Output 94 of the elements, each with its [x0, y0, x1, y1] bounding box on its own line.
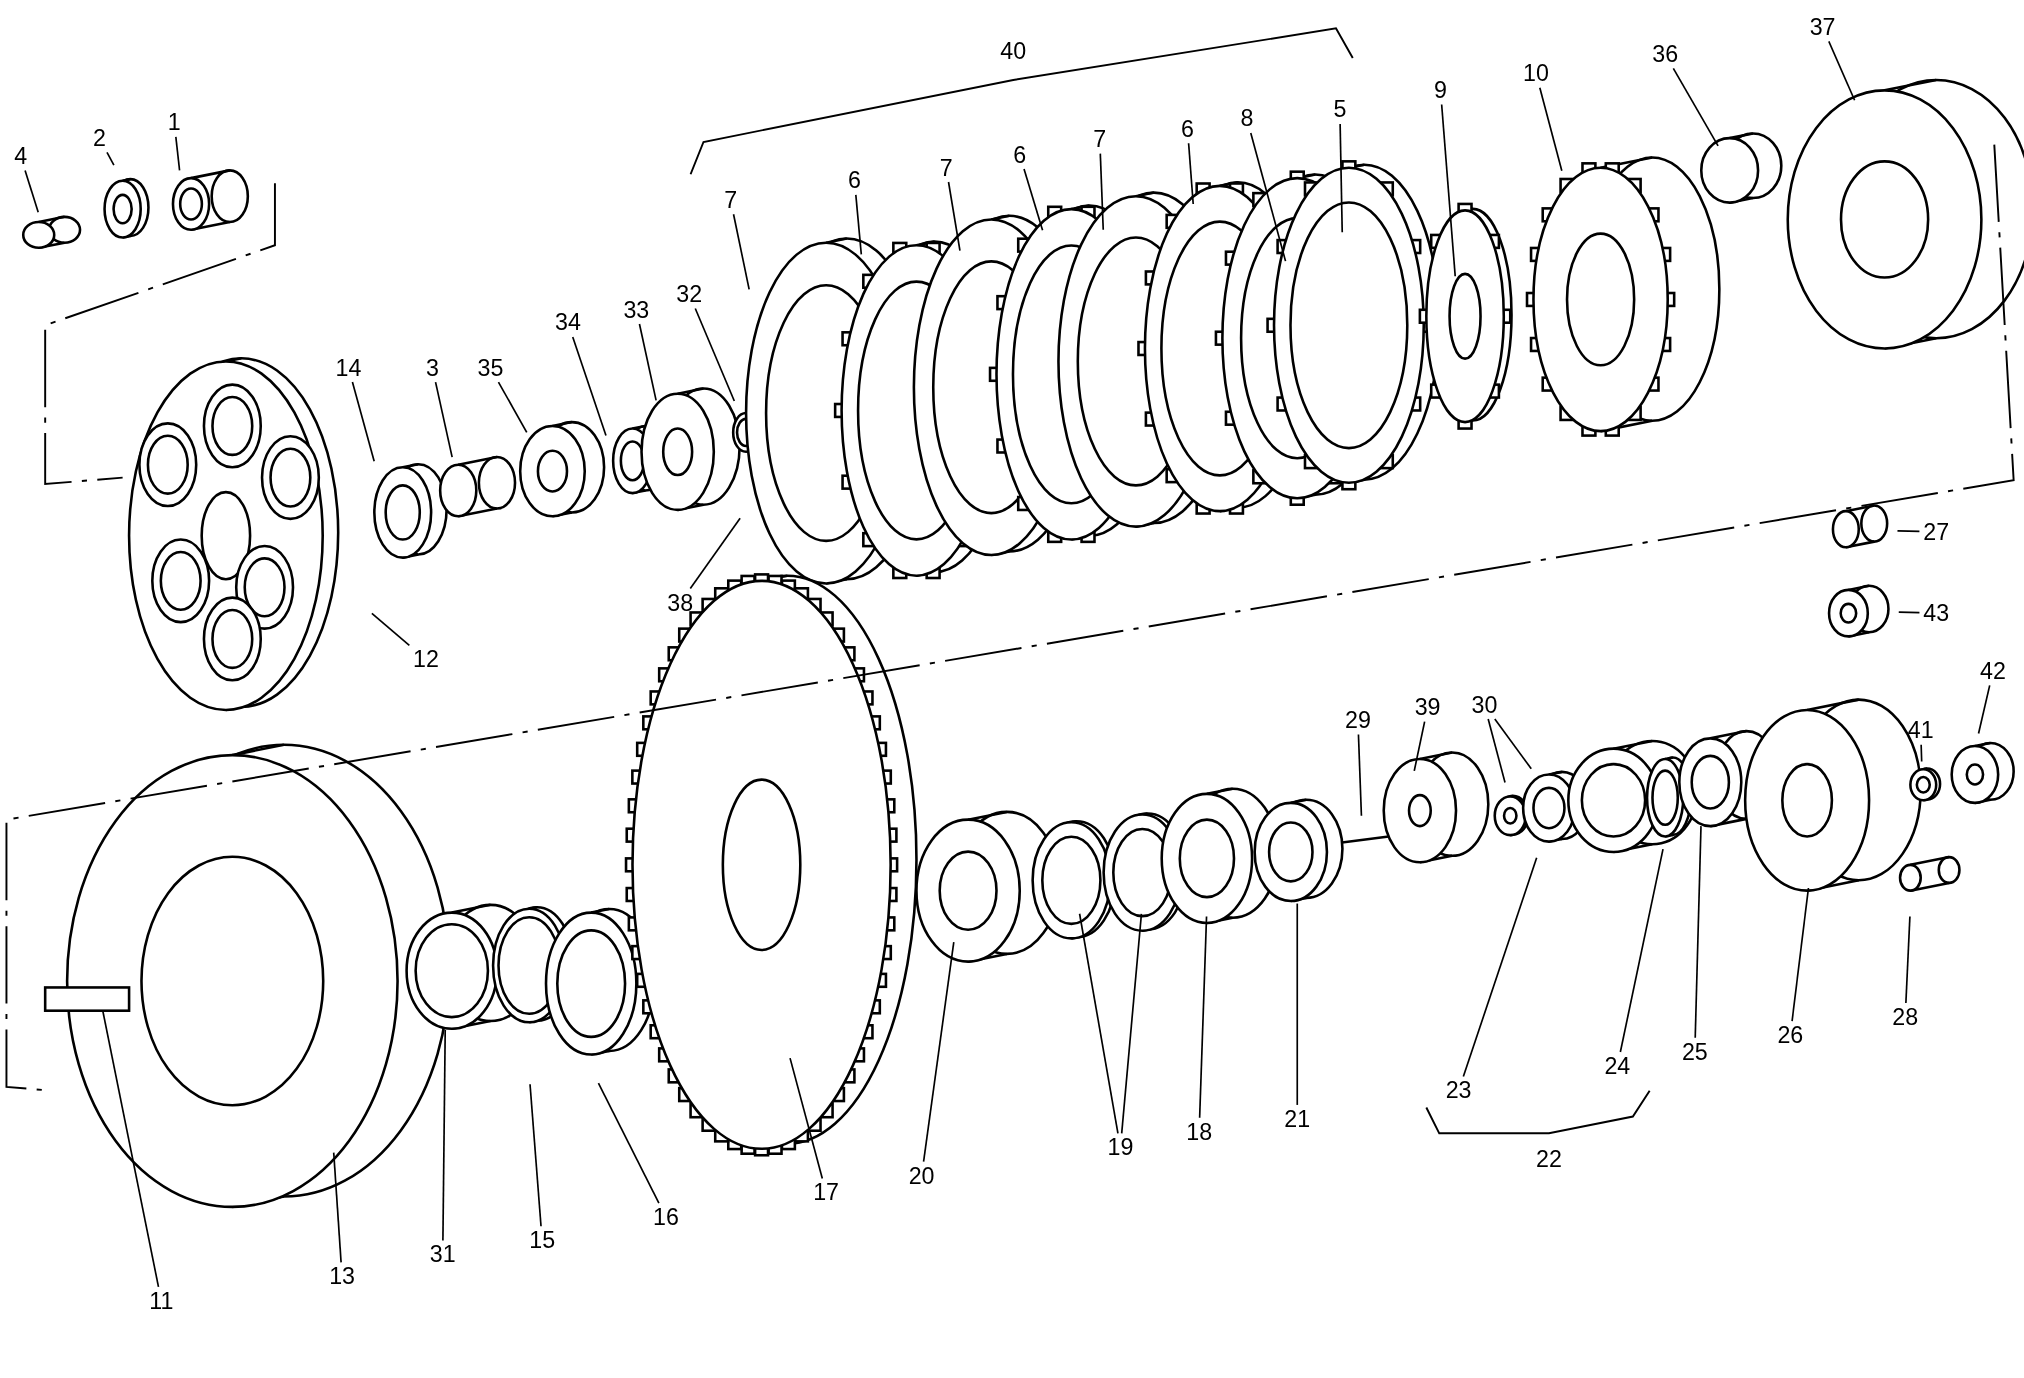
leader-line: [694, 307, 736, 402]
callout-number: 22: [1535, 1147, 1563, 1171]
callout-number: 29: [1343, 708, 1373, 732]
callout-number: 21: [1283, 1107, 1312, 1131]
callout-number: 15: [527, 1228, 557, 1253]
callout-number: 13: [327, 1265, 357, 1289]
leader-line: [689, 517, 741, 590]
leader-line: [1099, 152, 1105, 231]
callout-number: 25: [1680, 1040, 1710, 1064]
leader-line: [571, 336, 607, 437]
leader-line: [1791, 887, 1810, 1022]
callout-number: 41: [1906, 719, 1935, 743]
leader-line: [638, 323, 657, 402]
leader-line: [947, 181, 961, 252]
callout-number: 11: [148, 1289, 175, 1313]
callout-number: 6: [1012, 143, 1028, 167]
leader-line: [1896, 529, 1921, 533]
callout-number: 28: [1891, 1005, 1920, 1029]
leader-line: [1120, 913, 1143, 1135]
leader-line: [1897, 611, 1921, 614]
leader-line: [1694, 825, 1702, 1039]
callout-number: 33: [622, 298, 651, 322]
callout-number: 7: [722, 188, 739, 212]
callout-number: 26: [1776, 1023, 1805, 1047]
leader-line: [371, 612, 411, 647]
leader-line: [1296, 902, 1299, 1106]
callout-number: 38: [666, 591, 695, 615]
callout-number: 17: [811, 1181, 841, 1205]
leader-line: [1920, 743, 1923, 763]
callout-number: 1: [166, 111, 182, 135]
callout-number: 43: [1922, 601, 1951, 625]
leader-line: [442, 1029, 447, 1242]
leader-line: [855, 194, 863, 256]
callout-number: 2: [91, 126, 108, 150]
leader-line: [1339, 123, 1344, 234]
callout-number: 42: [1978, 659, 2008, 683]
leader-line: [1249, 132, 1287, 262]
callout-number: 19: [1106, 1135, 1135, 1160]
leader-line: [1413, 720, 1426, 772]
leader-line: [351, 381, 375, 463]
leader-line: [789, 1057, 824, 1180]
leader-line: [1977, 684, 1991, 735]
leader-line: [1487, 718, 1506, 784]
callout-number: 4: [12, 144, 29, 168]
leader-line: [1905, 915, 1911, 1004]
leader-line: [106, 151, 115, 166]
leader-line: [497, 381, 528, 434]
callout-number: 10: [1521, 61, 1551, 86]
callout-number: 6: [846, 169, 863, 193]
leader-line: [1462, 857, 1538, 1078]
leader-line: [529, 1083, 542, 1228]
leader-line: [1198, 915, 1208, 1119]
leader-line: [24, 169, 40, 213]
leader-line: [1494, 718, 1533, 770]
leader-line: [1619, 848, 1664, 1053]
leader-line: [1828, 40, 1856, 102]
leader-line: [1539, 86, 1563, 172]
callout-number: 24: [1603, 1054, 1632, 1078]
leader-line: [434, 381, 453, 459]
callout-number: 3: [424, 356, 441, 380]
callout-number: 34: [553, 311, 583, 335]
callout-number: 7: [1092, 127, 1108, 151]
callout-number: 6: [1179, 117, 1196, 141]
callout-number: 18: [1184, 1120, 1214, 1144]
leader-line: [732, 213, 750, 291]
leader-line: [101, 1009, 160, 1288]
callout-number: 40: [999, 40, 1028, 64]
leader-line: [1023, 168, 1044, 232]
leader-line: [332, 1151, 342, 1264]
callout-number: 23: [1444, 1079, 1473, 1103]
callout-number: 30: [1470, 693, 1499, 717]
callout-number: 14: [334, 356, 363, 380]
callout-number: 32: [675, 282, 704, 306]
callout-number: 9: [1432, 78, 1449, 102]
callout-number: 5: [1332, 98, 1348, 122]
callout-number: 27: [1922, 520, 1951, 544]
callout-number: 31: [428, 1243, 457, 1267]
callout-number: 37: [1808, 15, 1837, 39]
callout-number: 20: [907, 1164, 936, 1188]
callout-number: 8: [1239, 107, 1255, 131]
callout-number: 35: [476, 356, 505, 380]
leader-line: [1672, 67, 1719, 147]
callout-number: 12: [411, 648, 441, 672]
leader-line: [1357, 733, 1363, 817]
leader-line: [922, 941, 955, 1163]
leader-line: [1187, 142, 1195, 205]
leader-line: [1078, 912, 1119, 1135]
callout-number: 16: [651, 1205, 681, 1229]
callout-number: 7: [938, 156, 954, 180]
callout-number: 39: [1413, 695, 1442, 719]
callout-number: 36: [1650, 42, 1680, 66]
leader-line: [1440, 103, 1457, 278]
leader-line: [175, 136, 181, 172]
leader-line: [597, 1082, 660, 1204]
